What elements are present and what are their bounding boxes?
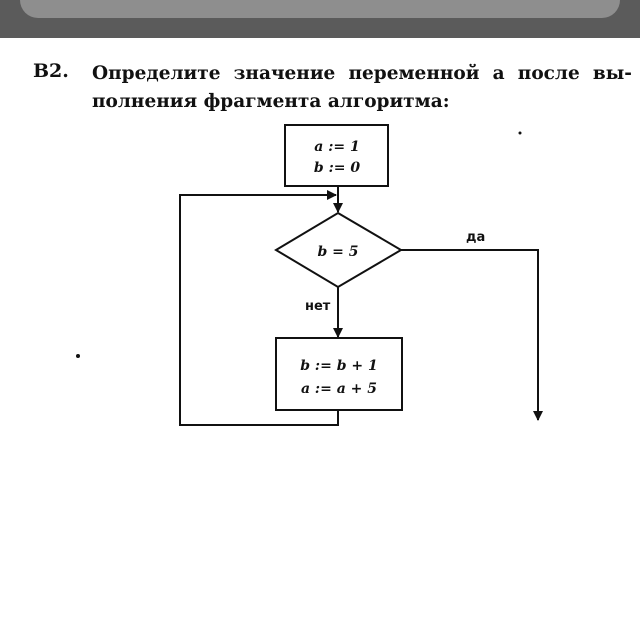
init-line-2: b := 0 bbox=[314, 160, 360, 176]
loop-back-line bbox=[179, 190, 339, 426]
body-line-1: b := b + 1 bbox=[300, 358, 377, 374]
question-text-line2: полнения фрагмента алгоритма: bbox=[92, 91, 450, 112]
init-block bbox=[284, 124, 389, 187]
condition-text: b = 5 bbox=[317, 244, 358, 260]
scan-speck bbox=[518, 131, 522, 135]
no-label: нет bbox=[305, 299, 331, 314]
init-line-1: a := 1 bbox=[314, 139, 359, 155]
question-text-line1: Определите значение переменной a после в… bbox=[92, 63, 632, 84]
yes-label: да bbox=[466, 230, 485, 245]
top-bar-panel bbox=[20, 0, 620, 18]
body-line-2: a := a + 5 bbox=[301, 381, 377, 397]
question-number: B2. bbox=[33, 60, 69, 82]
top-bar bbox=[0, 0, 640, 38]
scan-speck bbox=[76, 354, 80, 358]
loop-body-block bbox=[275, 337, 403, 411]
yes-branch-line bbox=[401, 249, 543, 421]
